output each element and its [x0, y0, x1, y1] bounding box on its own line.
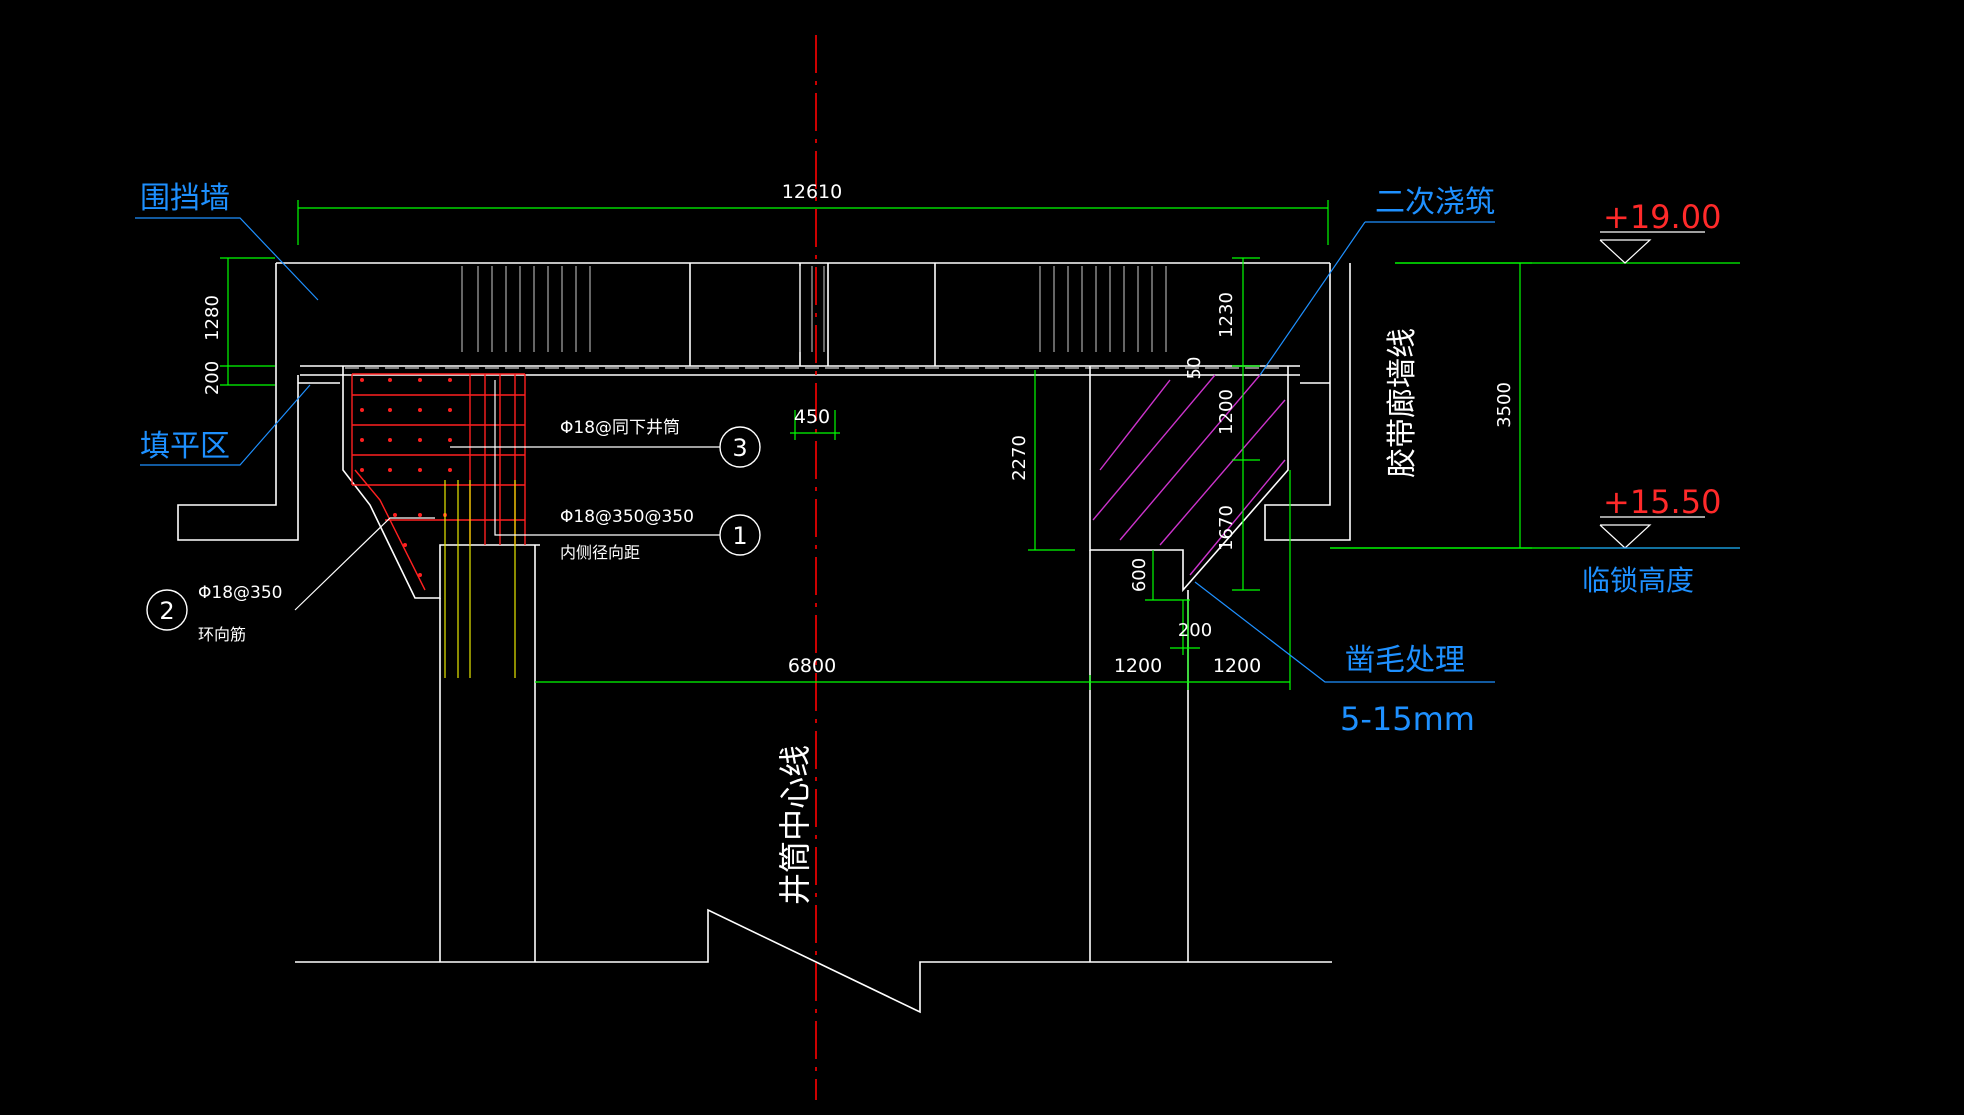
callout-2-number: 2	[159, 597, 174, 625]
structure-outline	[177, 262, 1351, 1014]
dim-left-fill-height: 200	[202, 361, 223, 395]
elevation-markers	[1599, 231, 1705, 549]
left-corbel-rebar-dots	[360, 378, 452, 577]
dim-left-wall-height: 1280	[202, 295, 223, 341]
callout-circles	[146, 426, 761, 631]
dim-wall-thick-b: 1200	[1213, 655, 1261, 677]
callout-2-note: 环向筋	[198, 625, 246, 644]
label-temp-lock-height: 临锁高度	[1582, 564, 1694, 597]
anchor-bars	[444, 480, 516, 678]
dim-right-low-height: 1670	[1216, 505, 1237, 551]
label-chisel-treatment: 凿毛处理	[1345, 643, 1465, 678]
left-corbel-rebar	[351, 373, 526, 591]
dim-gap-50: 50	[1184, 357, 1205, 380]
slab-stiffener-bars	[461, 266, 1167, 352]
leader-lines	[135, 217, 1740, 683]
rebar-leaders	[294, 380, 720, 611]
dim-center-gap: 450	[794, 406, 830, 428]
elevation-top: +19.00	[1603, 198, 1721, 236]
dim-wall-thick-a: 1200	[1114, 655, 1162, 677]
dim-inner-height: 2270	[1009, 435, 1030, 481]
label-belt-gallery-line: 胶带廊墙线	[1385, 328, 1420, 478]
elevation-bottom: +15.50	[1603, 483, 1721, 521]
callout-3-number: 3	[732, 434, 747, 462]
dim-overall-width: 12610	[782, 181, 842, 203]
callout-1-number: 1	[732, 522, 747, 550]
label-shaft-centerline: 井筒中心线	[776, 745, 814, 905]
dim-total-height: 3500	[1494, 382, 1515, 428]
label-fill-zone: 填平区	[140, 429, 230, 464]
label-enclosure-wall: 围挡墙	[140, 181, 230, 216]
secondary-pour-hatch	[1092, 374, 1286, 576]
dim-right-top-height: 1230	[1216, 292, 1237, 338]
dim-step-200: 200	[1178, 620, 1212, 641]
dim-step-600: 600	[1129, 558, 1150, 592]
label-chisel-depth: 5-15mm	[1340, 700, 1475, 738]
callout-1-spec: Φ18@350@350	[560, 507, 694, 527]
dim-right-mid-height: 1200	[1216, 389, 1237, 435]
callout-2-spec: Φ18@350	[198, 583, 282, 603]
callout-1-note: 内侧径向距	[560, 543, 640, 562]
dim-inner-span: 6800	[788, 655, 836, 677]
label-secondary-pour: 二次浇筑	[1375, 185, 1495, 220]
dimension-lines	[220, 200, 1740, 690]
callout-3-spec: Φ18@同下井筒	[560, 418, 680, 438]
